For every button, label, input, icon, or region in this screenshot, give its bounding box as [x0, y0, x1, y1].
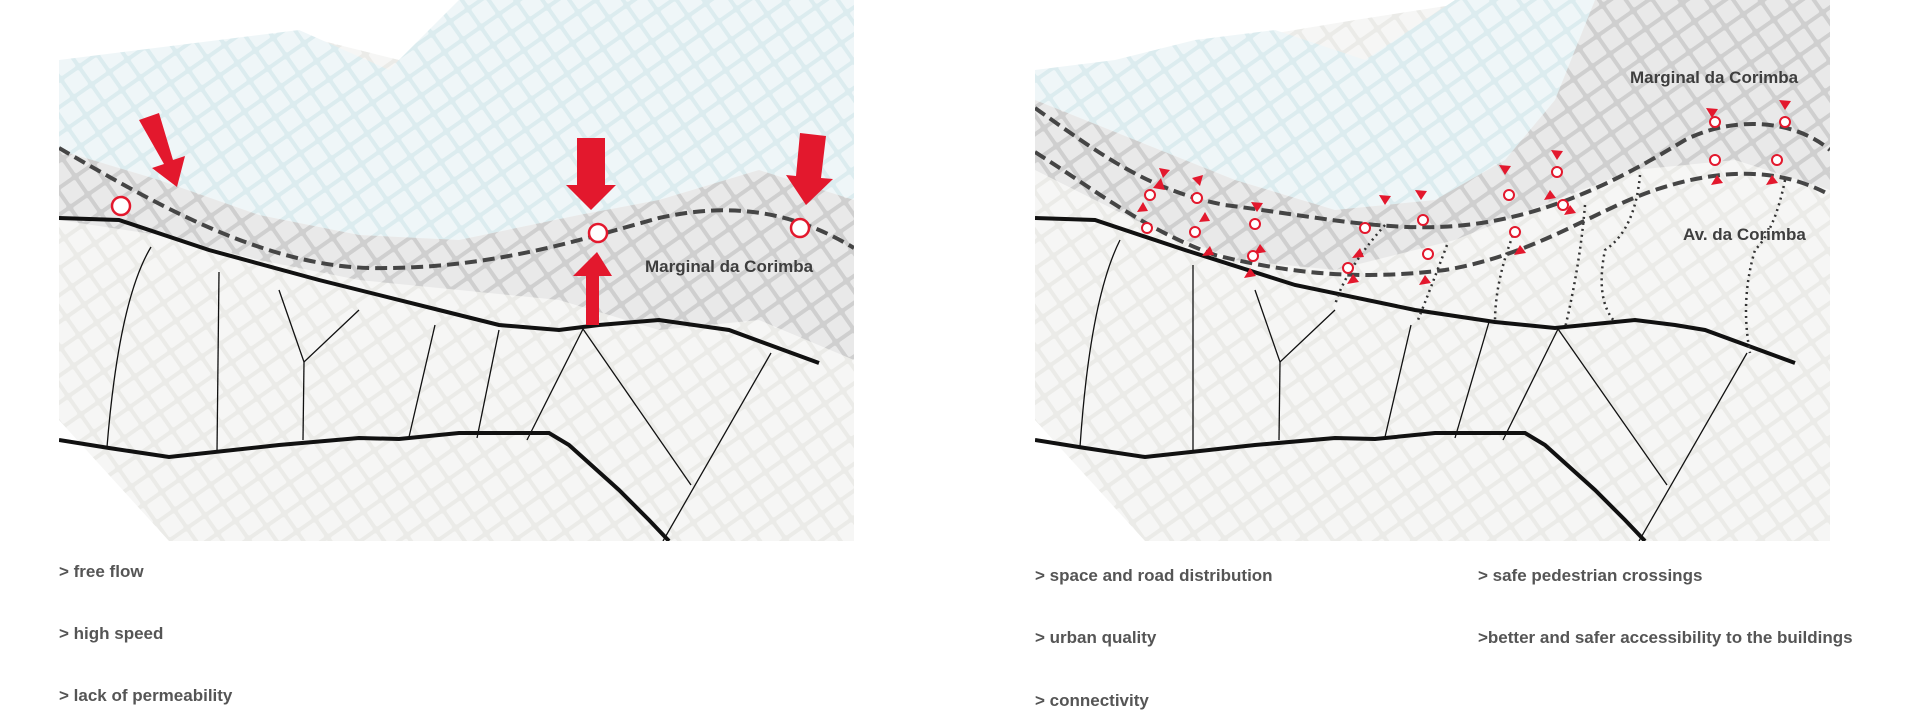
road-label-marginal: Marginal da Corimba — [1630, 68, 1799, 87]
secondary-streets — [1079, 239, 1748, 541]
coastal-road — [1035, 216, 1796, 365]
proposed-situation-map-graphic — [1035, 0, 1830, 541]
pedestrian-crossings — [1137, 100, 1791, 285]
inland-road — [59, 431, 671, 541]
caption-safe-pedestrian-crossings: > safe pedestrian crossings — [1478, 566, 1703, 585]
current-situation-map: Marginal da Corimba — [59, 0, 854, 541]
road-label-marginal: Marginal da Corimba — [645, 257, 814, 276]
caption-lack-of-permeability: > lack of permeability — [59, 686, 233, 705]
proposed-situation-map: Marginal da Corimba Av. da Corimba — [1035, 0, 1830, 541]
caption-accessibility-to-buildings: >better and safer accessibility to the b… — [1478, 628, 1853, 647]
caption-urban-quality: > urban quality — [1035, 628, 1157, 647]
conflict-points — [110, 195, 811, 244]
pedestrian-links — [1333, 174, 1787, 354]
coastal-road — [59, 216, 820, 365]
inland-road — [1035, 431, 1647, 541]
traffic-arrows — [139, 113, 833, 325]
caption-high-speed: > high speed — [59, 624, 164, 643]
arrow-down-icon — [786, 133, 833, 205]
current-situation-map-graphic — [59, 0, 854, 541]
caption-connectivity: > connectivity — [1035, 691, 1149, 710]
caption-space-and-road-distribution: > space and road distribution — [1035, 566, 1273, 585]
arrow-down-icon — [566, 138, 616, 210]
caption-free-flow: > free flow — [59, 562, 144, 581]
arrow-down-icon — [139, 113, 185, 187]
marginal-dashed-road — [59, 146, 854, 271]
arrow-up-icon — [573, 252, 612, 325]
av-corimba-dashed-road — [1035, 150, 1830, 277]
secondary-streets — [106, 246, 772, 541]
road-label-av-corimba: Av. da Corimba — [1683, 225, 1806, 244]
